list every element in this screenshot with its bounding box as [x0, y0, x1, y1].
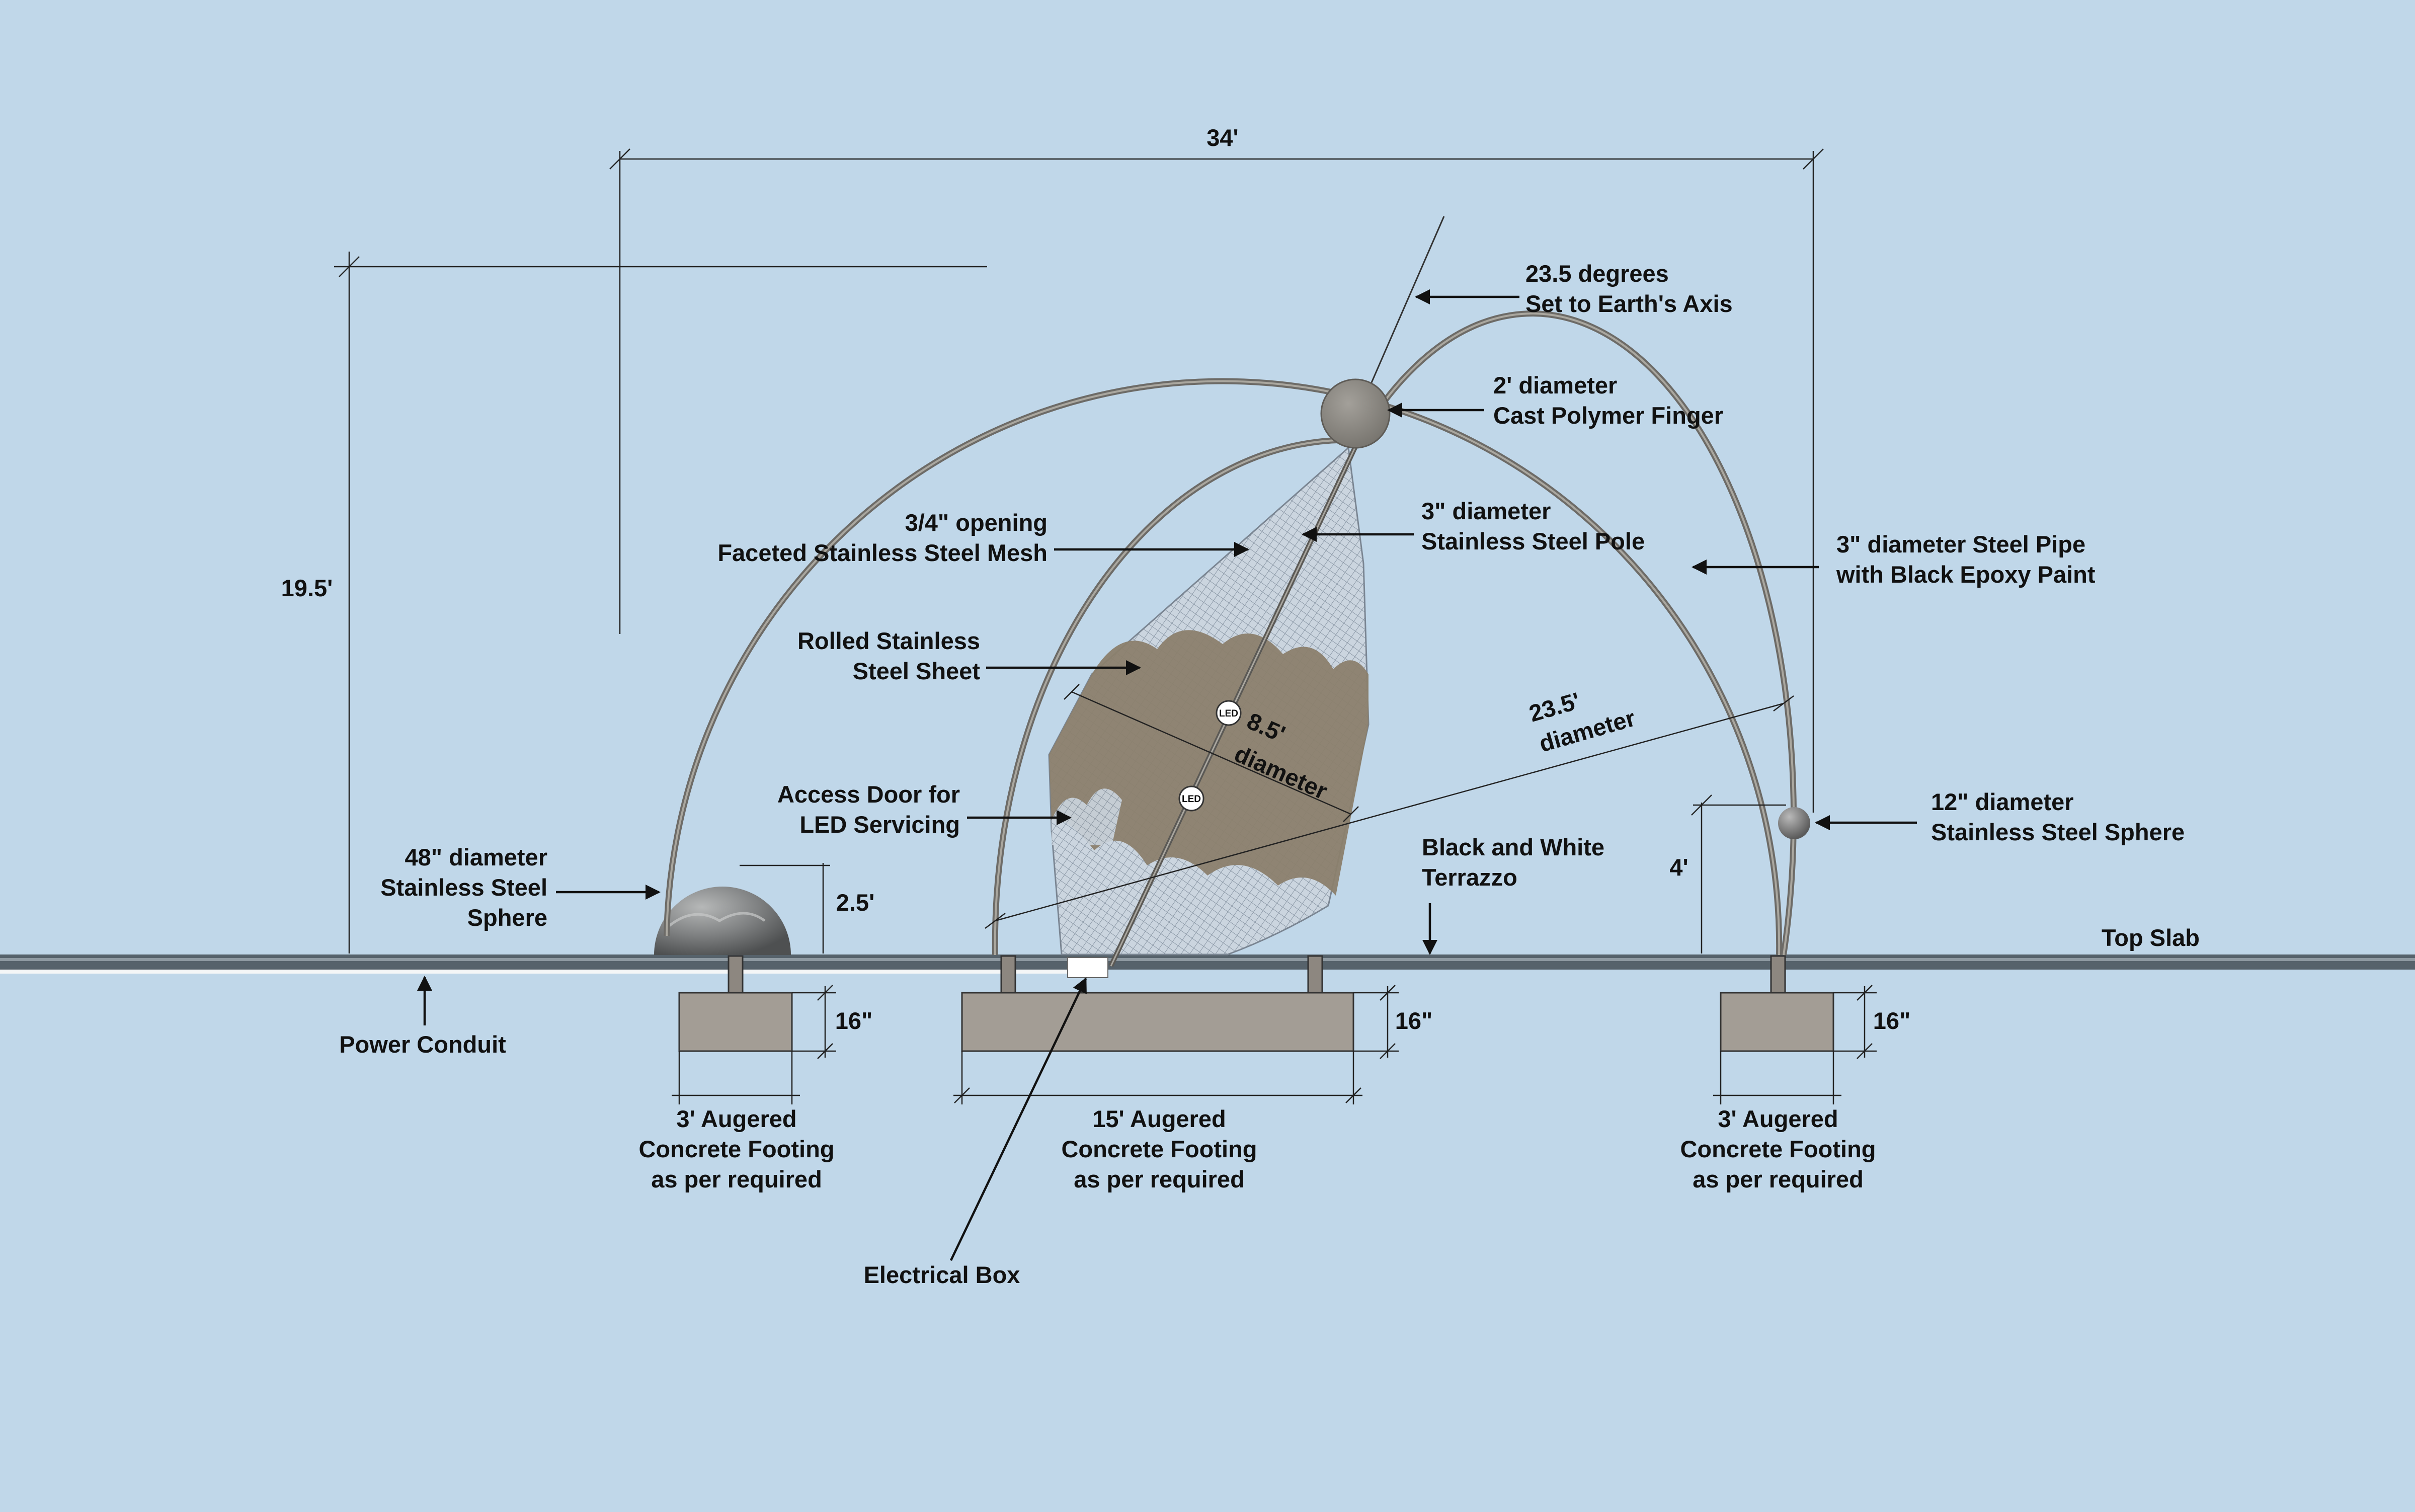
- svg-text:LED Servicing: LED Servicing: [799, 811, 960, 838]
- svg-text:as per required: as per required: [1693, 1166, 1864, 1192]
- svg-text:3/4" opening: 3/4" opening: [905, 509, 1048, 536]
- dimension-16-left: 16": [792, 985, 872, 1059]
- small-steel-sphere: [1778, 807, 1810, 839]
- svg-text:Sphere: Sphere: [467, 904, 547, 931]
- label-footing-center: 15' Augered Concrete Footing as per requ…: [1061, 1105, 1257, 1192]
- large-steel-sphere: [654, 887, 791, 955]
- svg-text:4': 4': [1669, 854, 1688, 881]
- dimension-19-5: 19.5': [281, 252, 987, 953]
- svg-text:48" diameter: 48" diameter: [405, 844, 547, 870]
- svg-text:LED: LED: [1219, 708, 1238, 719]
- dimension-34: 34': [609, 124, 1824, 813]
- svg-text:Black and White: Black and White: [1422, 834, 1604, 860]
- label-electrical-box: Electrical Box: [864, 1261, 1020, 1288]
- svg-text:Concrete Footing: Concrete Footing: [1061, 1136, 1257, 1162]
- label-footing-left: 3' Augered Concrete Footing as per requi…: [638, 1105, 834, 1192]
- svg-text:16": 16": [1873, 1007, 1911, 1034]
- dimension-16-center: 16": [1353, 985, 1432, 1059]
- svg-text:Concrete Footing: Concrete Footing: [1680, 1136, 1876, 1162]
- cast-polymer-finger: [1320, 378, 1391, 449]
- svg-text:34': 34': [1206, 124, 1238, 151]
- label-axis-tilt: 23.5 degrees Set to Earth's Axis: [1525, 260, 1733, 317]
- footing-width-center: [953, 1051, 1362, 1104]
- outer-ring: [664, 378, 1783, 956]
- svg-text:23.5 degrees: 23.5 degrees: [1525, 260, 1669, 287]
- led-badge-upper: LED: [1216, 700, 1242, 726]
- svg-text:LED: LED: [1182, 794, 1201, 805]
- label-mesh: 3/4" opening Faceted Stainless Steel Mes…: [717, 509, 1048, 566]
- footing-width-left: [672, 1051, 800, 1104]
- footing-right: [1720, 955, 1834, 1052]
- svg-text:Set to Earth's Axis: Set to Earth's Axis: [1525, 290, 1733, 317]
- label-rolled-sheet: Rolled Stainless Steel Sheet: [797, 627, 980, 684]
- dimension-2-5: 2.5': [740, 863, 874, 953]
- svg-text:16": 16": [835, 1007, 873, 1034]
- svg-text:Rolled Stainless: Rolled Stainless: [797, 627, 980, 654]
- svg-text:Stainless Steel Pole: Stainless Steel Pole: [1421, 528, 1645, 554]
- svg-text:16": 16": [1395, 1007, 1433, 1034]
- label-power-conduit: Power Conduit: [339, 1031, 506, 1058]
- electrical-box-leader: [949, 977, 1087, 1261]
- dimension-16-right: 16": [1833, 985, 1910, 1059]
- footing-center: [961, 955, 1354, 1052]
- svg-text:as per required: as per required: [651, 1166, 822, 1192]
- svg-text:3" diameter: 3" diameter: [1421, 498, 1551, 524]
- earth-axis-line: [1357, 216, 1445, 413]
- svg-text:with Black Epoxy Paint: with Black Epoxy Paint: [1836, 561, 2096, 588]
- top-slab: [0, 954, 2415, 970]
- svg-text:2' diameter: 2' diameter: [1493, 372, 1617, 399]
- svg-text:Concrete Footing: Concrete Footing: [638, 1136, 834, 1162]
- svg-text:19.5': 19.5': [281, 575, 333, 601]
- svg-text:3' Augered: 3' Augered: [676, 1105, 796, 1132]
- svg-text:12" diameter: 12" diameter: [1931, 788, 2074, 815]
- label-large-sphere: 48" diameter Stainless Steel Sphere: [380, 844, 547, 931]
- footing-width-right: [1713, 1051, 1841, 1104]
- svg-text:2.5': 2.5': [836, 889, 875, 916]
- label-top-slab: Top Slab: [2102, 924, 2200, 951]
- footing-left: [678, 955, 793, 1052]
- label-access-door: Access Door for LED Servicing: [777, 781, 960, 838]
- svg-text:3" diameter Steel Pipe: 3" diameter Steel Pipe: [1836, 531, 2085, 558]
- svg-text:Steel Sheet: Steel Sheet: [853, 658, 981, 684]
- label-terrazzo: Black and White Terrazzo: [1422, 834, 1604, 891]
- label-pole: 3" diameter Stainless Steel Pole: [1421, 498, 1645, 554]
- power-conduit: [0, 970, 1082, 974]
- svg-text:Stainless Steel Sphere: Stainless Steel Sphere: [1931, 819, 2185, 845]
- dimension-4: 4': [1669, 794, 1786, 953]
- svg-text:Terrazzo: Terrazzo: [1422, 864, 1517, 891]
- electrical-box: [1067, 957, 1108, 978]
- label-footing-right: 3' Augered Concrete Footing as per requi…: [1680, 1105, 1876, 1192]
- inner-ring: [992, 310, 1797, 956]
- svg-text:Access Door for: Access Door for: [777, 781, 960, 808]
- svg-text:3' Augered: 3' Augered: [1718, 1105, 1838, 1132]
- label-steel-pipe: 3" diameter Steel Pipe with Black Epoxy …: [1836, 531, 2096, 588]
- label-small-sphere: 12" diameter Stainless Steel Sphere: [1931, 788, 2185, 845]
- led-badge-lower: LED: [1178, 785, 1204, 812]
- svg-text:15' Augered: 15' Augered: [1092, 1105, 1226, 1132]
- svg-text:Cast Polymer Finger: Cast Polymer Finger: [1493, 402, 1723, 429]
- svg-text:as per required: as per required: [1074, 1166, 1245, 1192]
- svg-text:Stainless Steel: Stainless Steel: [380, 874, 547, 901]
- svg-text:Faceted Stainless Steel Mesh: Faceted Stainless Steel Mesh: [717, 539, 1048, 566]
- label-finger: 2' diameter Cast Polymer Finger: [1493, 372, 1723, 429]
